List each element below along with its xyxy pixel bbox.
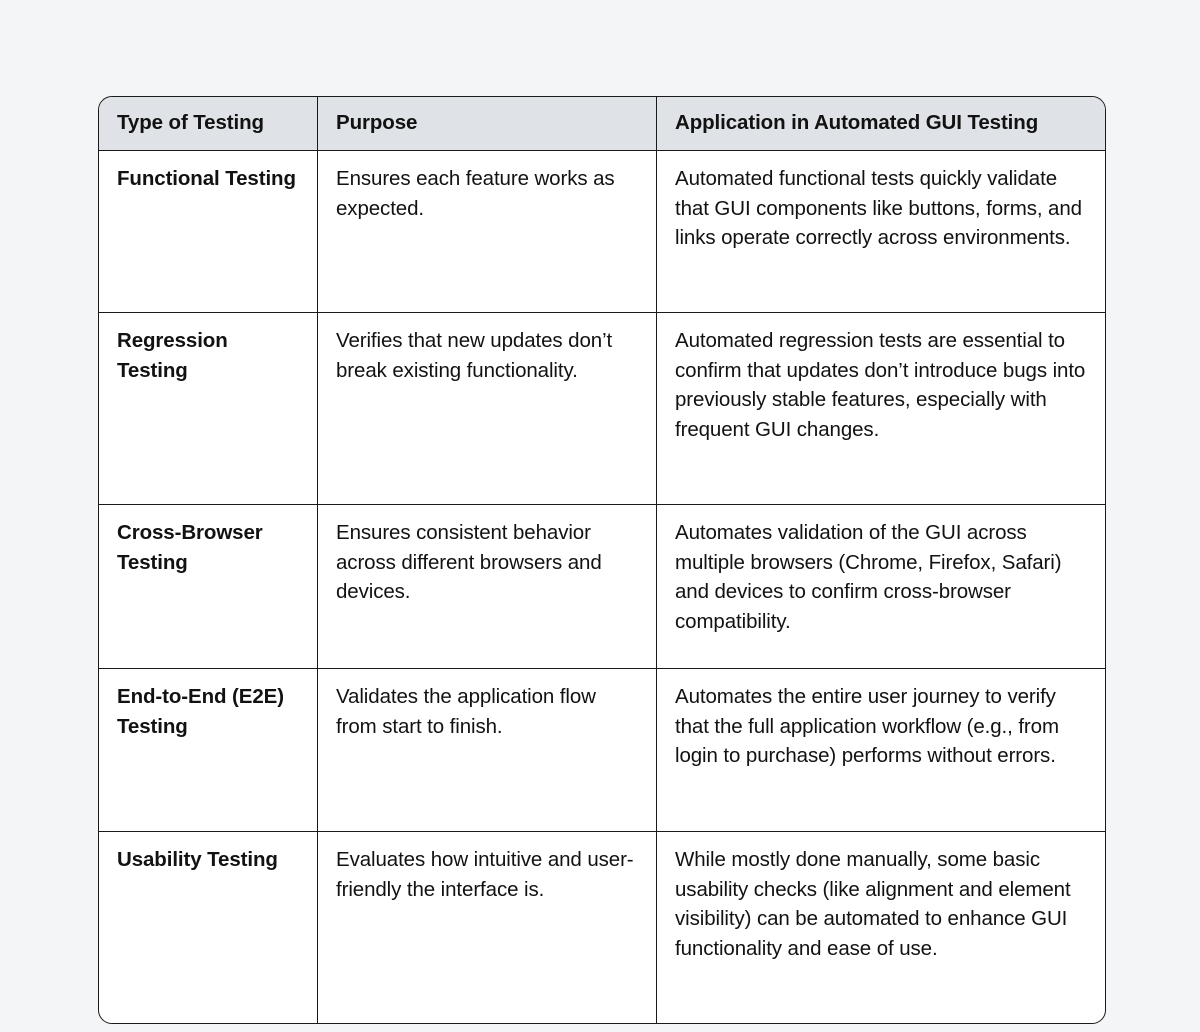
cell-application: Automates the entire user journey to ver… [656, 669, 1105, 832]
table-row: Functional Testing Ensures each feature … [99, 151, 1105, 313]
cell-type-of-testing: Functional Testing [99, 151, 317, 313]
cell-application: Automated regression tests are essential… [656, 313, 1105, 505]
column-header-type-of-testing: Type of Testing [99, 97, 317, 151]
cell-type-of-testing: Regression Testing [99, 313, 317, 505]
table-header: Type of Testing Purpose Application in A… [99, 97, 1105, 151]
table-header-row: Type of Testing Purpose Application in A… [99, 97, 1105, 151]
table-row: Cross-Browser Testing Ensures consistent… [99, 505, 1105, 669]
table-row: End-to-End (E2E) Testing Validates the a… [99, 669, 1105, 832]
cell-type-of-testing: Usability Testing [117, 848, 278, 871]
column-header-purpose: Purpose [317, 97, 656, 151]
table-body: Functional Testing Ensures each feature … [99, 151, 1105, 1023]
testing-types-table: Type of Testing Purpose Application in A… [98, 96, 1106, 1024]
cell-application: Automated functional tests quickly valid… [656, 151, 1105, 313]
cell-purpose: Verifies that new updates don’t break ex… [317, 313, 656, 505]
cell-application: While mostly done manually, some basic u… [656, 832, 1105, 1023]
cell-purpose: Evaluates how intuitive and user-friendl… [317, 832, 656, 1023]
cell-application: Automates validation of the GUI across m… [656, 505, 1105, 669]
column-header-application: Application in Automated GUI Testing [656, 97, 1105, 151]
cell-purpose: Ensures each feature works as expected. [317, 151, 656, 313]
cell-purpose: Validates the application flow from star… [317, 669, 656, 832]
table-row: Usability Testing Evaluates how intuitiv… [99, 832, 1105, 1023]
testing-types-table-container: Type of Testing Purpose Application in A… [98, 96, 1106, 1024]
table-row: Regression Testing Verifies that new upd… [99, 313, 1105, 505]
cell-type-of-testing: End-to-End (E2E) Testing [99, 669, 317, 832]
cell-purpose: Ensures consistent behavior across diffe… [317, 505, 656, 669]
cell-type-of-testing: Cross-Browser Testing [99, 505, 317, 669]
